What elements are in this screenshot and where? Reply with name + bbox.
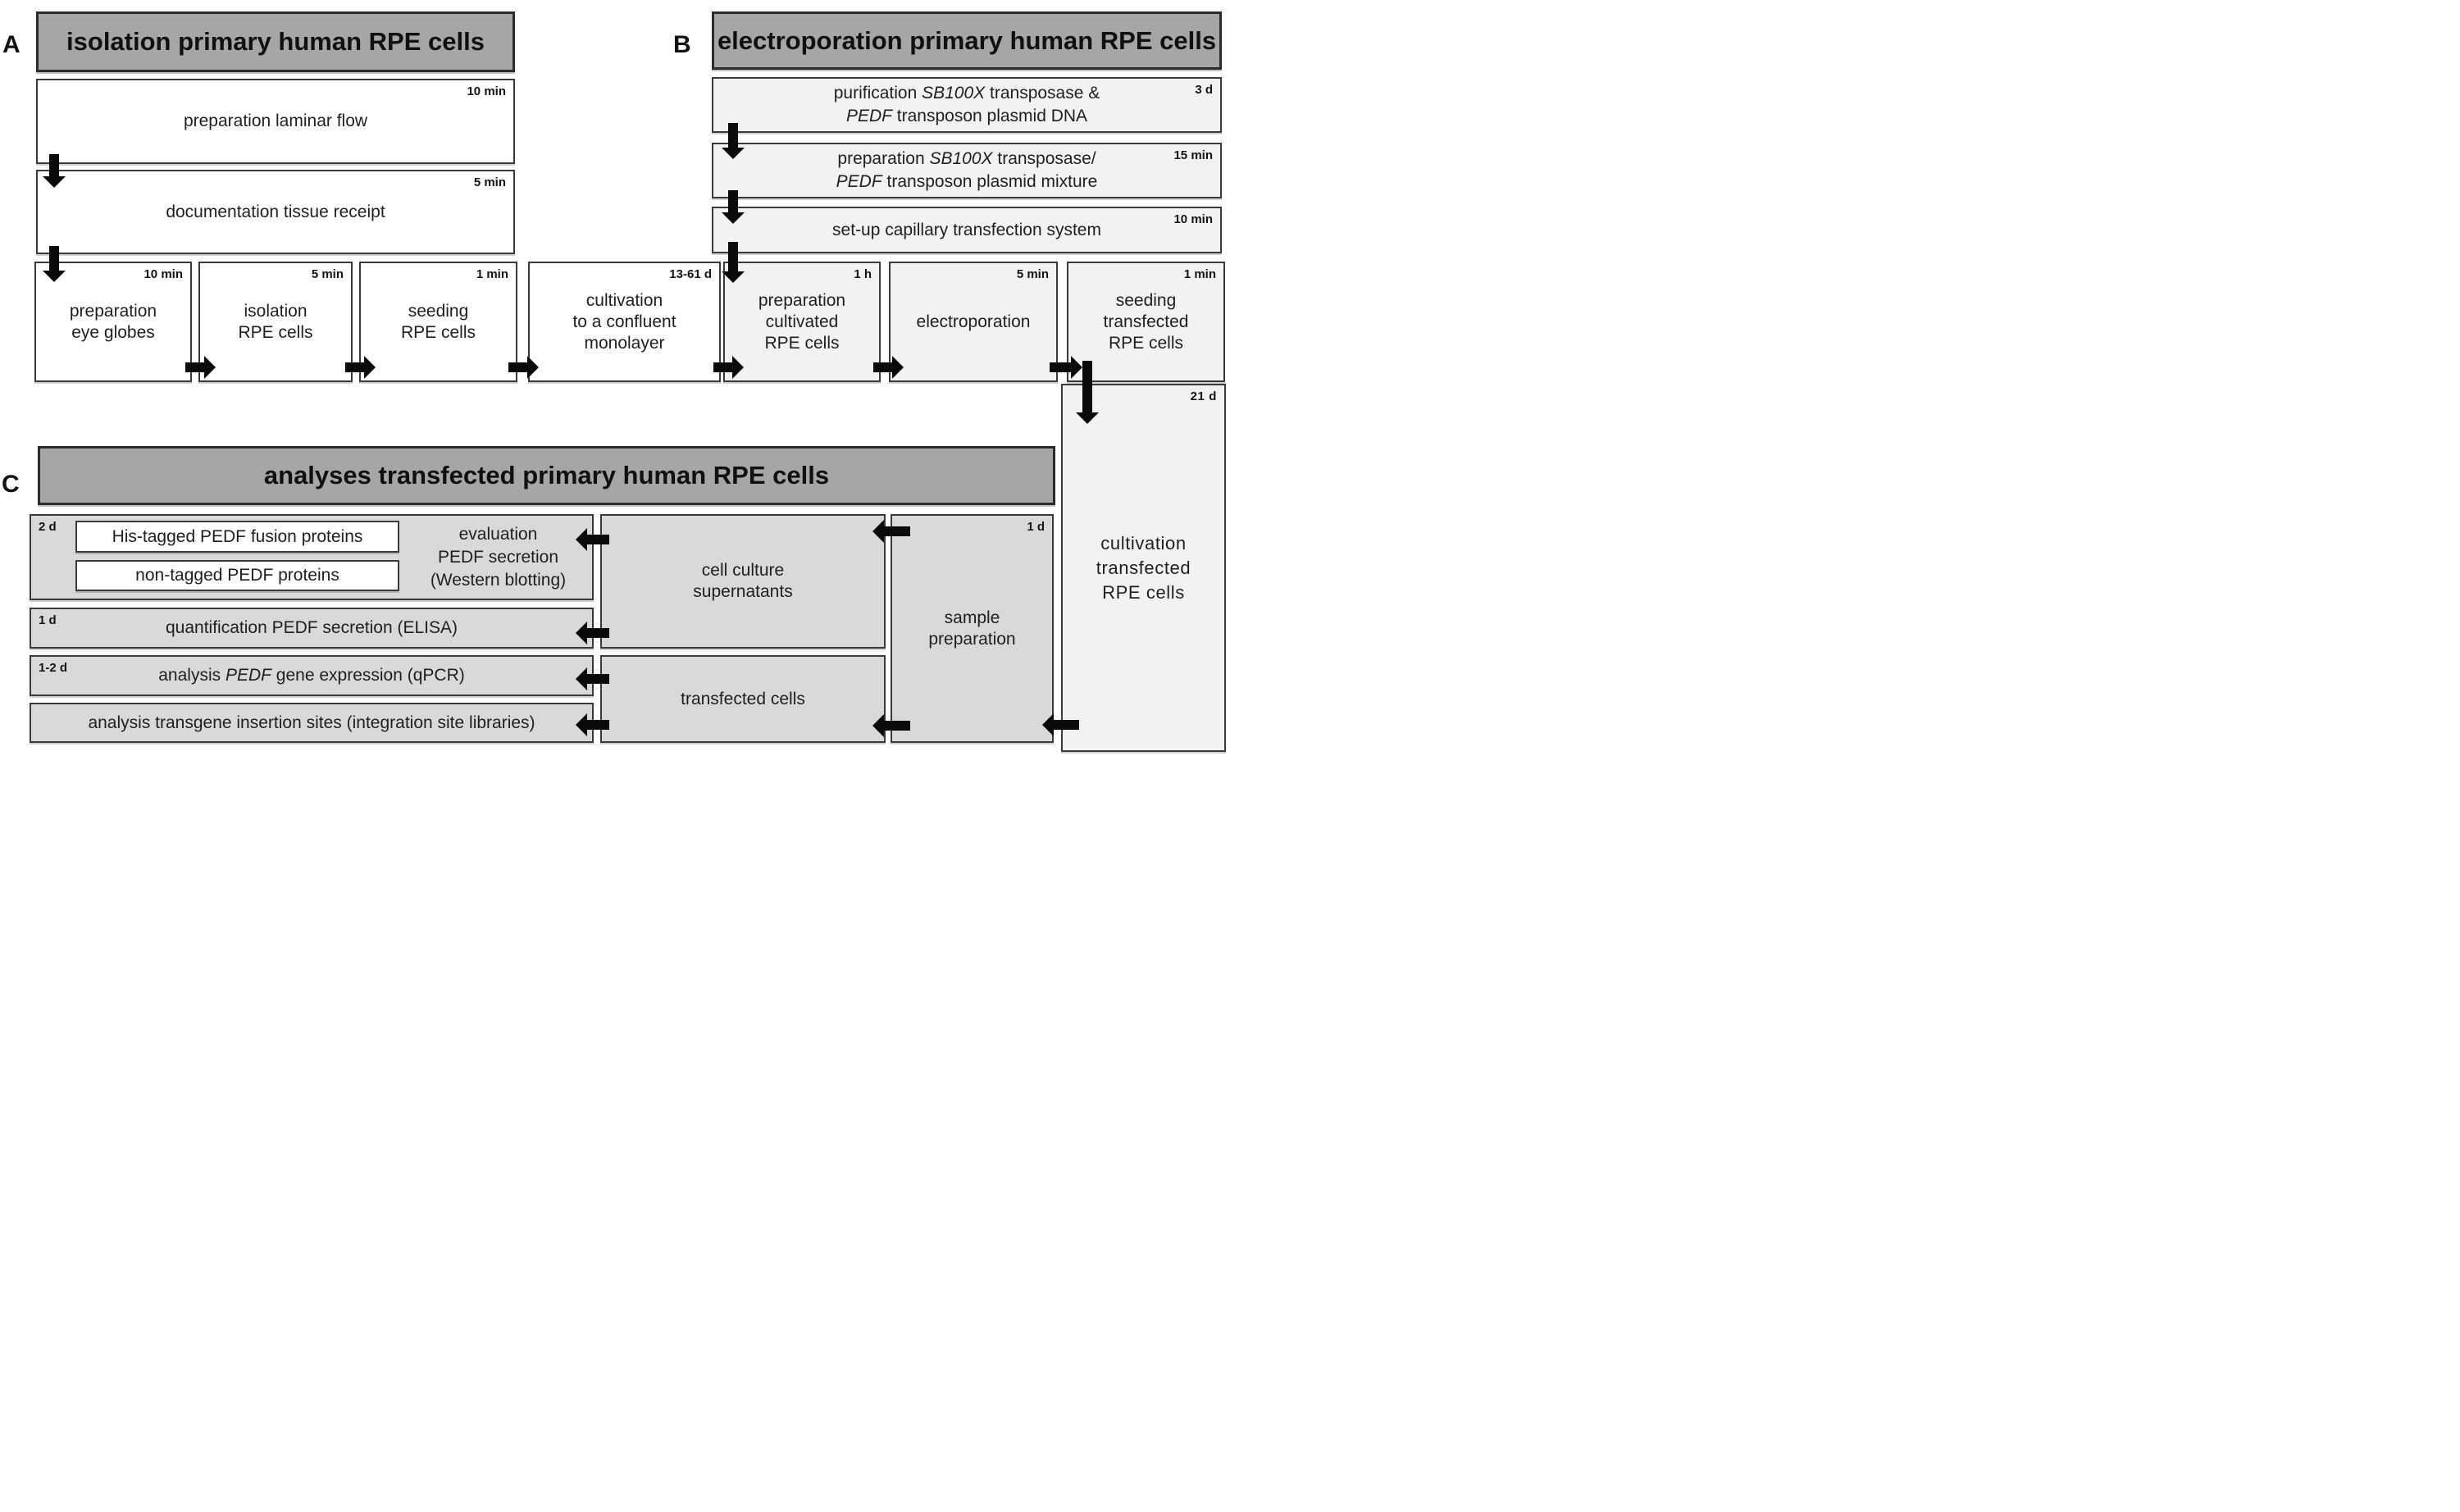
step-cell-culture-supernatants: cell culture supernatants: [600, 514, 886, 649]
step-text: seeding: [408, 301, 469, 321]
evaluation-pedf-secretion-text: evaluation PEDF secretion (Western blott…: [430, 524, 567, 590]
duration-label: 10 min: [467, 84, 506, 98]
step-text: eye globes: [71, 322, 155, 342]
arrow-right-electroporation-to-seeding-transfected: [1050, 356, 1082, 379]
step-text: electroporation: [916, 312, 1031, 331]
rpe-protocol-diagram: A isolation primary human RPE cells 10 m…: [0, 0, 1230, 756]
arrow-down-setup-to-preparation-cultivated: [722, 242, 745, 283]
arrow-down-purification-to-mixture: [722, 123, 745, 159]
step-text: RPE cells: [400, 322, 476, 342]
step-text: isolation: [244, 301, 308, 321]
step-preparation-cultivated-rpe-cells: 1 h preparation cultivated RPE cells: [723, 262, 881, 382]
duration-label: 5 min: [473, 175, 506, 189]
step-cultivation-confluent-monolayer: 13-61 d cultivation to a confluent monol…: [528, 262, 721, 382]
step-text: supernatants: [693, 582, 793, 601]
step-text: set-up capillary transfection system: [832, 220, 1101, 239]
step-text: RPE cells: [764, 333, 840, 353]
non-tagged-pedf-proteins-box: non-tagged PEDF proteins: [75, 560, 399, 591]
arrow-right-preparation-to-electroporation: [873, 356, 904, 379]
step-text: PEDF transposon plasmid mixture: [836, 172, 1098, 191]
duration-label: 13-61 d: [669, 267, 712, 281]
step-text: transfected: [1096, 557, 1191, 578]
panel-a-label: A: [2, 31, 20, 58]
arrow-right-isolation-to-seeding: [345, 356, 376, 379]
step-isolation-rpe-cells: 5 min isolation RPE cells: [198, 262, 353, 382]
arrow-left-sample-prep-to-supernatants: [872, 520, 910, 543]
step-text: documentation tissue receipt: [166, 202, 385, 221]
step-text: to a confluent: [572, 312, 676, 331]
step-preparation-laminar-flow: 10 min preparation laminar flow: [36, 79, 515, 164]
step-text: preparation: [69, 301, 157, 321]
step-text: monolayer: [584, 333, 665, 353]
step-text: RPE cells: [238, 322, 313, 342]
duration-label: 1 h: [854, 267, 872, 281]
step-text: RPE cells: [1102, 581, 1185, 603]
step-text: cultivation: [585, 290, 663, 310]
duration-label: 3 d: [1195, 83, 1213, 97]
step-text: sample: [944, 608, 1000, 627]
arrow-down-seeding-to-cultivation-transfected: [1076, 361, 1099, 424]
step-electroporation: 5 min electroporation: [889, 262, 1058, 382]
arrow-right-seeding-to-cultivation: [508, 356, 539, 379]
step-preparation-plasmid-mixture: 15 min preparation SB100X transposase/ P…: [712, 143, 1222, 198]
step-analysis-pedf-gene-expression-qpcr: 1-2 d analysis PEDF gene expression (qPC…: [30, 655, 594, 696]
step-text: cultivation: [1100, 532, 1187, 553]
his-tagged-pedf-fusion-proteins-box: His-tagged PEDF fusion proteins: [75, 521, 399, 553]
step-text: transfected: [1103, 312, 1189, 331]
step-setup-capillary-transfection: 10 min set-up capillary transfection sys…: [712, 207, 1222, 253]
duration-label: 2 d: [39, 520, 57, 534]
duration-label: 1 min: [476, 267, 508, 281]
step-text: cultivated: [765, 312, 839, 331]
step-quantification-pedf-secretion-elisa: 1 d quantification PEDF secretion (ELISA…: [30, 608, 594, 649]
panel-b-label: B: [673, 31, 691, 58]
panel-c-label: C: [2, 471, 20, 498]
duration-label: 5 min: [311, 267, 344, 281]
step-text: analysis transgene insertion sites (inte…: [88, 713, 535, 732]
duration-label: 1 min: [1183, 267, 1216, 281]
step-text: preparation SB100X transposase/: [837, 149, 1096, 168]
duration-label: 1 d: [1027, 520, 1045, 534]
step-cultivation-transfected-rpe-cells: 21 d cultivation transfected RPE cells: [1061, 384, 1226, 752]
arrow-down-documentation-to-eye-globes: [43, 246, 66, 282]
step-seeding-rpe-cells: 1 min seeding RPE cells: [359, 262, 517, 382]
step-text: preparation: [758, 290, 846, 310]
arrow-right-eye-globes-to-isolation: [185, 356, 216, 379]
step-text: transfected cells: [681, 689, 805, 708]
step-text: seeding: [1115, 290, 1177, 310]
arrow-left-sample-prep-to-transfected: [872, 714, 910, 737]
step-documentation-tissue-receipt: 5 min documentation tissue receipt: [36, 170, 515, 254]
step-text: preparation: [928, 629, 1016, 649]
step-seeding-transfected-rpe-cells: 1 min seeding transfected RPE cells: [1067, 262, 1225, 382]
arrow-down-laminar-to-documentation: [43, 154, 66, 188]
duration-label: 10 min: [144, 267, 183, 281]
arrow-left-supernatants-to-elisa: [576, 622, 609, 644]
duration-label: 10 min: [1173, 212, 1213, 226]
arrow-left-cultivation-to-sample-prep: [1042, 713, 1079, 736]
step-text: quantification PEDF secretion (ELISA): [166, 618, 458, 637]
step-text: preparation laminar flow: [183, 112, 368, 130]
duration-label: 21 d: [1190, 389, 1217, 403]
step-text: PEDF transposon plasmid DNA: [845, 107, 1088, 125]
step-sample-preparation: 1 d sample preparation: [891, 514, 1054, 743]
panel-b-header: electroporation primary human RPE cells: [712, 11, 1222, 70]
step-text: cell culture: [701, 561, 785, 580]
arrow-left-transfected-to-qpcr: [576, 667, 609, 690]
step-transfected-cells: transfected cells: [600, 655, 886, 743]
duration-label: 1-2 d: [39, 661, 68, 675]
arrow-down-mixture-to-setup: [722, 190, 745, 224]
step-text: purification SB100X transposase &: [833, 84, 1100, 102]
panel-a-header: isolation primary human RPE cells: [36, 11, 515, 72]
step-purification-plasmid-dna: 3 d purification SB100X transposase & PE…: [712, 77, 1222, 133]
arrow-left-supernatants-to-evaluation: [576, 528, 609, 551]
panel-c-header: analyses transfected primary human RPE c…: [38, 446, 1055, 505]
step-text: RPE cells: [1108, 333, 1184, 353]
arrow-left-transfected-to-integration: [576, 713, 609, 736]
duration-label: 5 min: [1016, 267, 1049, 281]
duration-label: 15 min: [1173, 148, 1213, 162]
step-text: analysis PEDF gene expression (qPCR): [158, 666, 465, 685]
step-analysis-transgene-insertion-sites: analysis transgene insertion sites (inte…: [30, 703, 594, 743]
arrow-right-cultivation-to-preparation-cultivated: [713, 356, 744, 379]
duration-label: 1 d: [39, 613, 57, 627]
